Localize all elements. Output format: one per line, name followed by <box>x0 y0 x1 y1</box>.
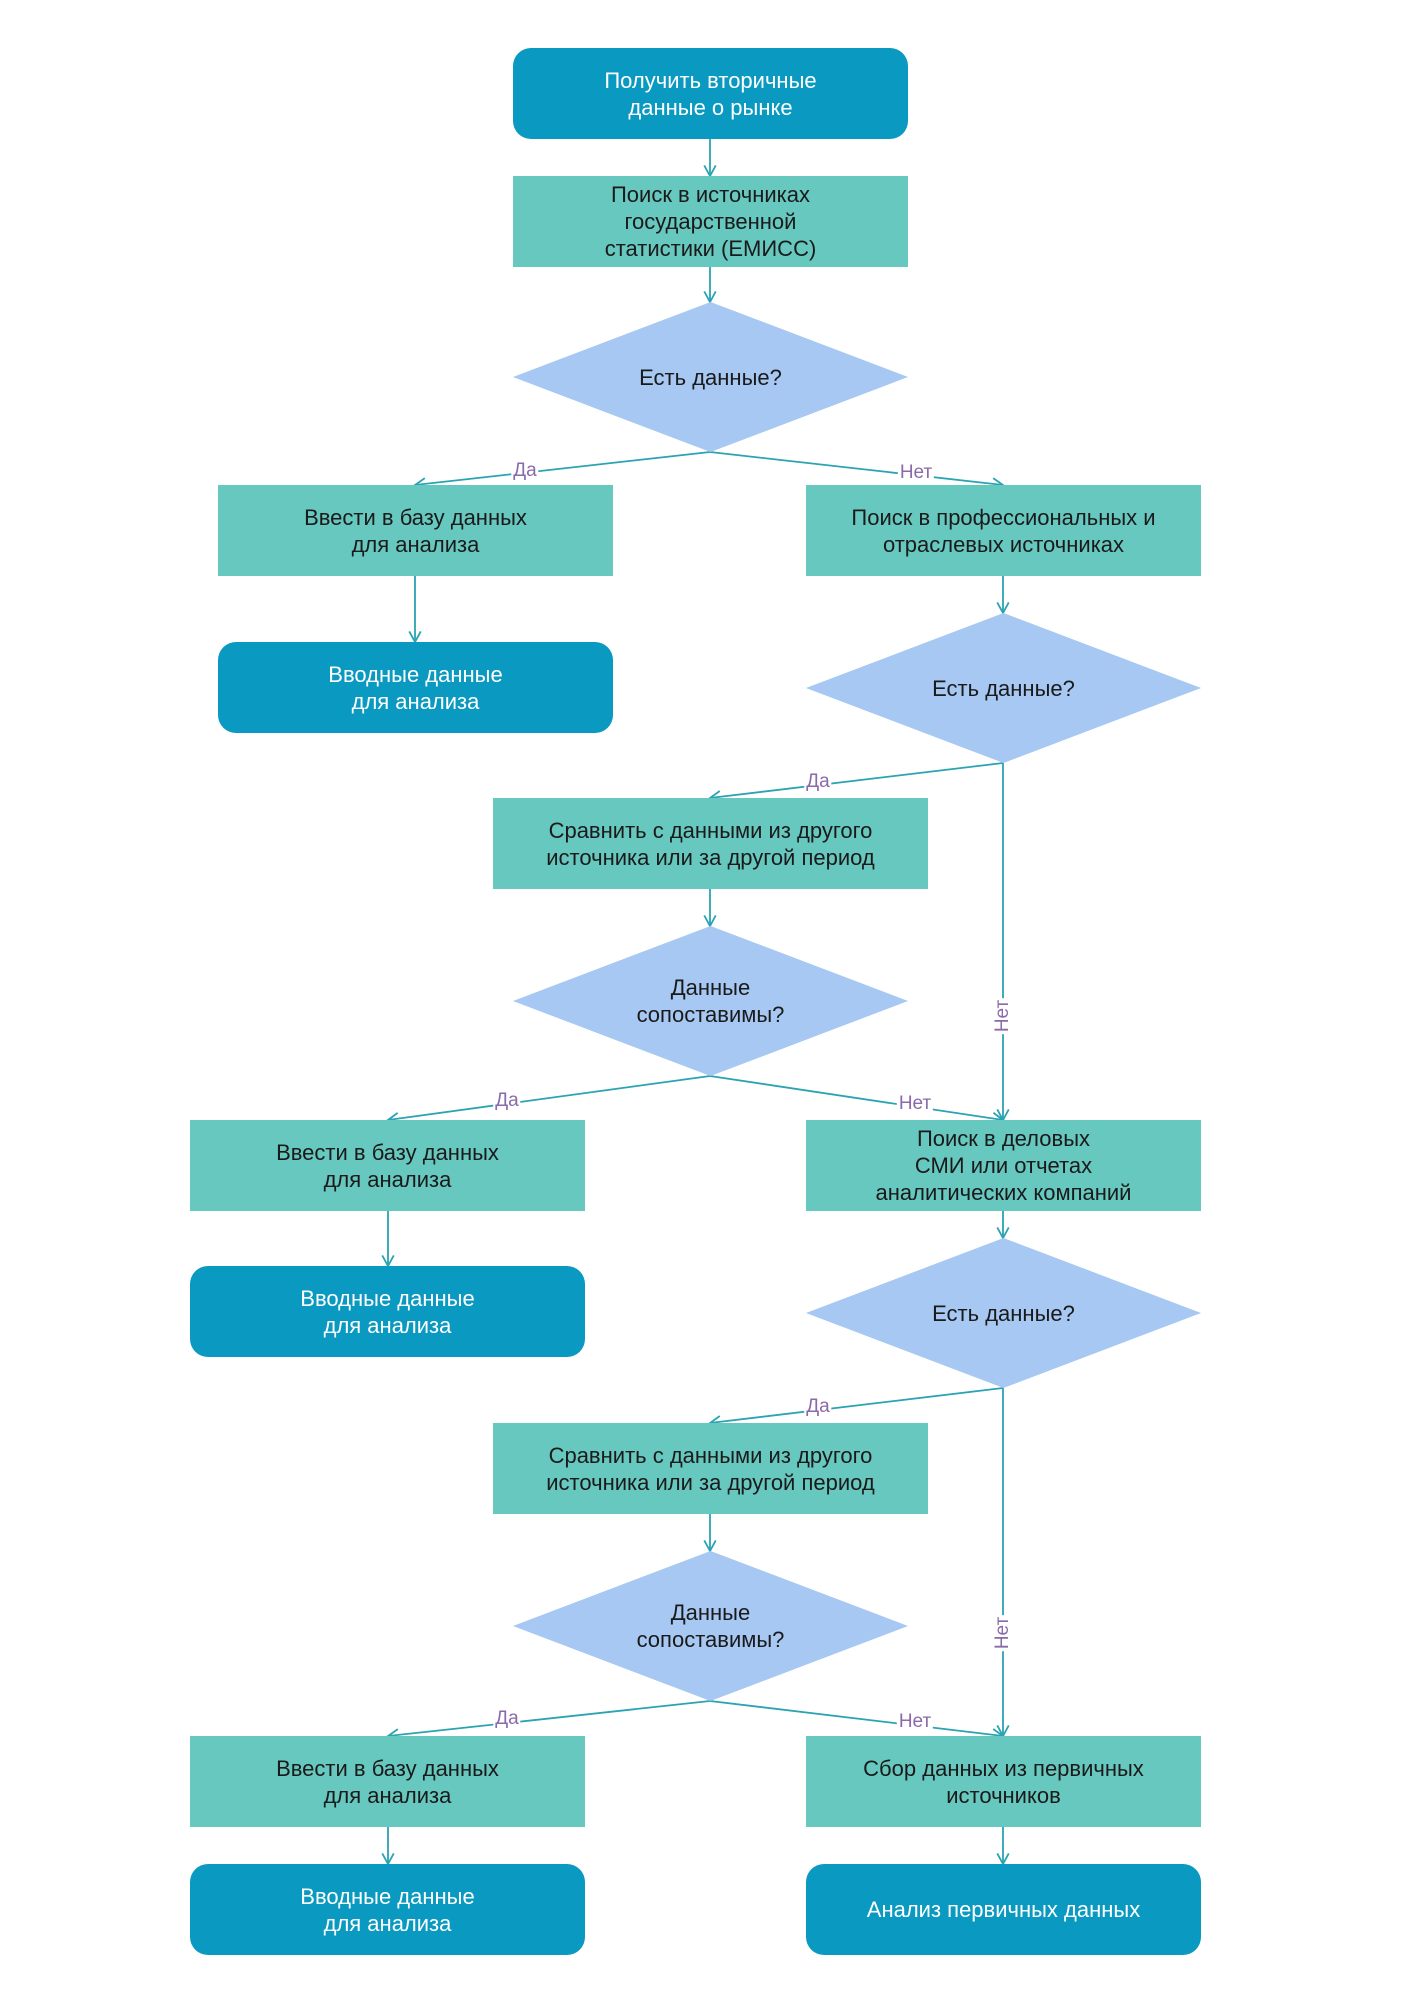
connector-line <box>709 1700 1004 1737</box>
edge-label-yes: Да <box>804 1396 832 1417</box>
arrowhead <box>703 291 717 304</box>
edge-label-no: Нет <box>896 1093 934 1114</box>
start-node: Получить вторичные данные о рынке <box>513 48 908 139</box>
have-data-decision-2: Есть данные? <box>806 613 1201 763</box>
connector-line <box>387 1700 711 1737</box>
connector-line <box>414 451 711 486</box>
output-node-2: Вводные данные для анализа <box>190 1266 585 1357</box>
decision-label: Есть данные? <box>932 675 1075 701</box>
decision-diamond-shape <box>513 302 908 452</box>
enter-db-node-1: Ввести в базу данных для анализа <box>218 485 613 576</box>
decision-label: Данные сопоставимы? <box>636 1600 785 1652</box>
decision-label: Есть данные? <box>932 1300 1075 1326</box>
search-media-node: Поиск в деловых СМИ или отчетах аналитич… <box>806 1120 1201 1211</box>
enter-db-node-2: Ввести в базу данных для анализа <box>190 1120 585 1211</box>
decision-diamond-shape <box>513 926 908 1076</box>
output-node-3: Вводные данные для анализа <box>190 1864 585 1955</box>
have-data-decision-1: Есть данные? <box>513 302 908 452</box>
decision-label: Данные сопоставимы? <box>636 975 785 1027</box>
comparable-decision-1: Данные сопоставимы? <box>513 926 908 1076</box>
connector-line <box>709 1075 1004 1121</box>
have-data-decision-3: Есть данные? <box>806 1238 1201 1388</box>
connector-line <box>709 762 1004 799</box>
connector-line <box>709 451 1004 486</box>
edge-label-yes: Да <box>493 1708 521 1729</box>
connector-line <box>387 1075 711 1121</box>
decision-diamond-shape <box>806 1238 1201 1388</box>
comparable-decision-2: Данные сопоставимы? <box>513 1551 908 1701</box>
edge-label-no: Нет <box>896 1711 934 1732</box>
edge-label-yes: Да <box>493 1090 521 1111</box>
decision-label: Есть данные? <box>639 364 782 390</box>
arrowhead <box>996 602 1010 615</box>
edge-label-yes: Да <box>804 771 832 792</box>
arrowhead <box>703 915 717 928</box>
arrowhead <box>703 1540 717 1553</box>
edge-label-no: Нет <box>992 997 1013 1035</box>
compare-node-2: Сравнить с данными из другого источника … <box>493 1423 928 1514</box>
analyze-primary-node: Анализ первичных данных <box>806 1864 1201 1955</box>
enter-db-node-3: Ввести в базу данных для анализа <box>190 1736 585 1827</box>
arrowhead <box>996 1227 1010 1240</box>
decision-diamond-shape <box>513 1551 908 1701</box>
decision-diamond-shape <box>806 613 1201 763</box>
edge-label-yes: Да <box>511 460 539 481</box>
search-industry-node: Поиск в профессиональных и отраслевых ис… <box>806 485 1201 576</box>
connector-line <box>709 1387 1004 1424</box>
search-emiss-node: Поиск в источниках государственной стати… <box>513 176 908 267</box>
compare-node-1: Сравнить с данными из другого источника … <box>493 798 928 889</box>
edge-label-no: Нет <box>992 1614 1013 1652</box>
edge-label-no: Нет <box>897 462 935 483</box>
output-node-1: Вводные данные для анализа <box>218 642 613 733</box>
collect-primary-node: Сбор данных из первичных источников <box>806 1736 1201 1827</box>
